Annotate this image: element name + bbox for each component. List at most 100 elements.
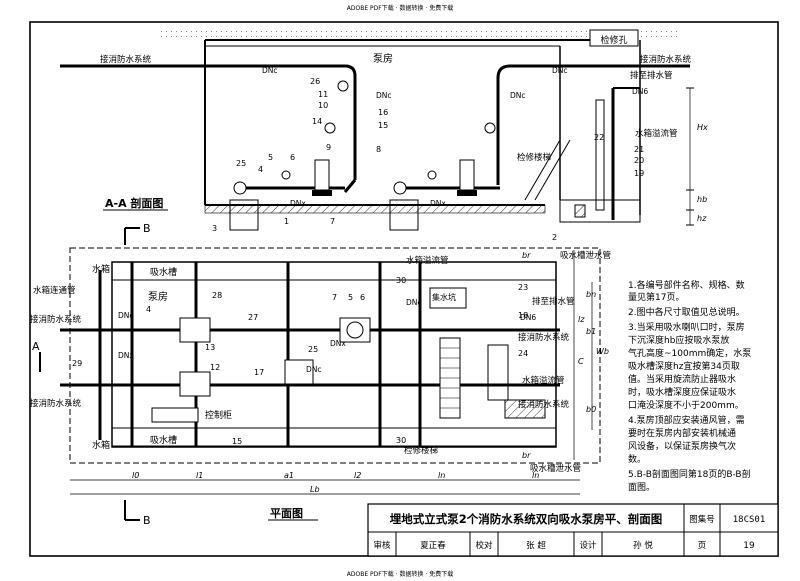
plan-title: 平面图 [270,507,303,520]
dim-l1: l1 [196,471,203,480]
plan-ladder: 检修楼梯 [404,445,439,456]
note-line-4: 下沉深度hb应按吸水泵放 [628,334,729,346]
dim-a1: a1 [284,471,294,480]
plan-num-30-bottom: 30 [396,436,406,445]
plan-num-6: 6 [360,293,365,302]
dim-lb: Lb [310,485,320,494]
note-line-3: 3.当采用吸水喇叭口时，泵房 [628,321,745,333]
plan-num-13: 13 [205,343,215,352]
dim-ln-right: ln [532,471,539,480]
aa-fire-left: 接消防水系统 [100,54,152,65]
tb-check-label: 校对 [475,540,493,551]
plan-num-17: 17 [254,368,264,377]
note-line-13: 数。 [628,453,646,465]
aa-hx: Hx [697,123,708,132]
plan-dnc-3: DNc [406,298,422,307]
dim-b0: b0 [586,405,596,414]
tb-checker: 张 超 [526,540,546,551]
note-line-14: 5.B-B剖面图同第18页的B-B剖 [628,468,751,480]
plan-fire1: 接消防水系统 [30,314,82,325]
aa-hb: hb [697,195,707,204]
aa-dnc-3: DNc [376,91,392,100]
plan-fire3: 接消防水系统 [518,332,570,343]
note-line-9: 口淹没深度不小于200mm。 [628,399,744,411]
aa-num-1: 1 [284,217,289,226]
note-line-8: 时，吸水槽深度应保证吸水 [628,386,736,398]
plan-num-25: 25 [308,345,318,354]
plan-dn6: DN6 [520,313,536,322]
aa-dnx-1: DNx [290,199,306,208]
dim-bn: bn [586,290,596,299]
plan-tank-link: 水箱连通管 [33,285,76,296]
plan-fire2: 接消防水系统 [30,398,82,409]
plan-room: 泵房 [148,290,168,303]
aa-num-20: 20 [634,156,644,165]
tb-reviewer: 夏正春 [420,540,446,551]
notes-panel: 1.各编号部件名称、规格、数 量见第17页。 2.图中各尺寸取值见总说明。 3.… [628,279,751,493]
aa-num-6: 6 [290,153,295,162]
plan-suction-top: 吸水槽 [150,266,177,278]
b-mark-top: B [143,222,151,235]
plan-dnc-1: DNc [118,311,134,320]
aa-dn6: DN6 [632,87,648,96]
aa-drain-pipe: 吸水槽泄水管 [560,250,611,261]
section-aa: 检修孔 [60,28,708,261]
plan-tank-top: 水箱 [92,263,110,275]
plan-overflow1: 水箱溢流管 [406,255,449,266]
plan-num-5: 5 [348,293,353,302]
aa-num-19: 19 [634,169,644,178]
tb-designer: 孙 悦 [633,540,653,551]
dim-wb: Wb [596,347,609,356]
tb-page-label: 页 [698,541,707,551]
aa-num-11: 11 [318,90,328,99]
aa-num-10: 10 [318,101,328,110]
plan-num-18: 18 [518,311,528,320]
aa-num-7: 7 [330,217,335,226]
hatch-label: 检修孔 [600,34,627,46]
plan-dnx-2: DNx [330,339,346,348]
tb-atlas-no: 18CS01 [733,515,766,525]
aa-fire-right: 接消防水系统 [640,54,692,65]
aa-num-21: 21 [634,145,644,154]
plan-num-27: 27 [248,313,258,322]
note-line-6: 吸水槽深度hz宜按第34页取 [628,360,740,372]
tb-page-no: 19 [743,541,755,551]
aa-ladder: 检修楼梯 [517,152,552,163]
note-line-15: 面图。 [628,482,655,493]
aa-dnc-4: DNc [510,91,526,100]
note-line-2: 2.图中各尺寸取值见总说明。 [628,306,745,318]
dim-l2: l2 [354,471,361,480]
header-note: ADOBE PDF下载 · 数据转换 · 免费下载 [347,4,453,12]
dim-b1: b1 [586,327,596,336]
aa-num-2: 2 [552,233,557,242]
plan-drain-to: 排至排水管 [532,296,575,307]
aa-num-4: 4 [258,165,263,174]
aa-num-9: 9 [326,143,331,152]
dim-c: C [578,357,584,366]
plan-num-7: 7 [332,293,337,302]
aa-num-16: 16 [378,108,388,117]
plan-overflow2: 水箱溢流管 [522,375,565,386]
note-line-10: 4.泵房顶部应安装通风管，需 [628,414,745,426]
plan-dnx-1: DNx [118,351,134,360]
b-mark-bottom: B [143,514,151,527]
aa-dnc-1: DNc [262,66,278,75]
dim-br-top: br [522,251,531,260]
note-line-0: 1.各编号部件名称、规格、数 [628,279,745,291]
aa-num-8: 8 [376,145,381,154]
tb-title: 埋地式立式泵2个消防水系统双向吸水泵房平、剖面图 [390,512,663,526]
dim-l0: l0 [132,471,139,480]
plan-num-12: 12 [210,363,220,372]
aa-num-26: 26 [310,77,320,86]
plan-fire4: 接消防水系统 [518,399,570,410]
aa-num-3: 3 [212,224,217,233]
plan-num-23: 23 [518,283,528,292]
plan-drain-pipe: 吸水槽泄水管 [530,463,581,474]
plan-suction-bottom: 吸水槽 [150,434,177,446]
note-line-1: 量见第17页。 [628,291,684,303]
aa-dnc-2: DNc [552,66,568,75]
note-line-7: 值。当采用旋流防止器吸水 [628,373,736,385]
note-line-5: 气孔高度~100mm确定，水泵 [628,347,751,359]
aa-num-25: 25 [236,159,246,168]
